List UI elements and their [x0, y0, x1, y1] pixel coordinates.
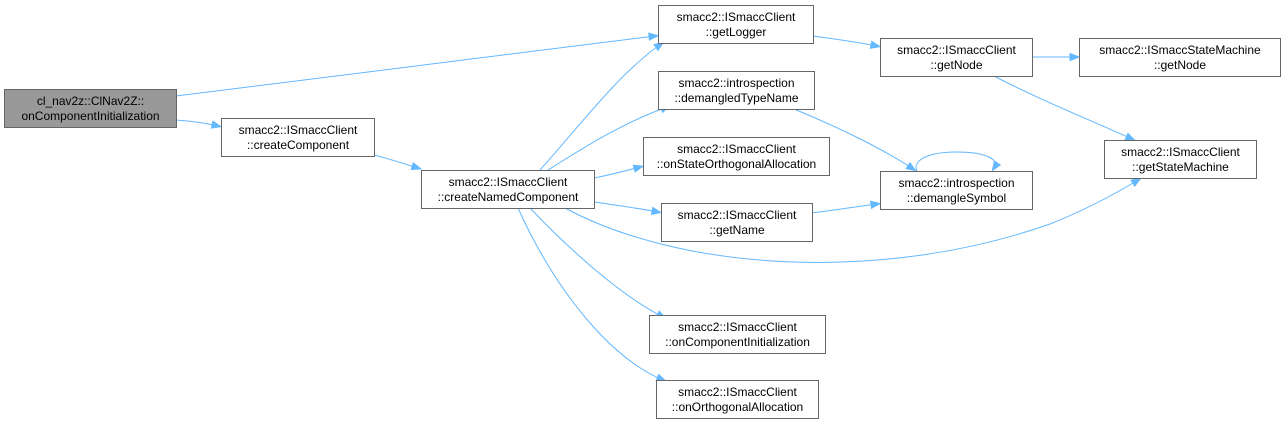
edge-root-to-getLogger: [175, 32, 660, 97]
node-onComponentInitialization[interactable]: smacc2::ISmaccClient::onComponentInitial…: [649, 315, 826, 354]
edge-arrowhead: [410, 162, 423, 171]
node-label-line: ::onStateOrthogonalAllocation: [657, 157, 816, 171]
node-box: [643, 137, 830, 176]
edge-arrowhead: [648, 32, 660, 41]
node-label-line: ::createNamedComponent: [438, 190, 579, 204]
edge-arrowhead: [210, 120, 223, 129]
node-label-line: ::demangledTypeName: [674, 91, 798, 105]
node-label-line: smacc2::ISmaccClient: [239, 123, 358, 137]
node-label-line: ::onOrthogonalAllocation: [672, 400, 803, 414]
node-box: [658, 5, 814, 44]
node-getStateMachine[interactable]: smacc2::ISmaccClient::getStateMachine: [1104, 140, 1257, 179]
node-root[interactable]: cl_nav2z::ClNav2Z::onComponentInitializa…: [4, 89, 177, 128]
node-box: [880, 171, 1033, 210]
edge-getNode-to-getStateMachine: [993, 75, 1136, 141]
nodes-layer: cl_nav2z::ClNav2Z::onComponentInitializa…: [4, 5, 1281, 419]
edge-line: [915, 151, 996, 172]
edge-arrowhead: [1124, 132, 1136, 141]
edge-line: [564, 179, 1139, 263]
node-box: [4, 89, 177, 128]
node-label-line: ::onComponentInitialization: [665, 335, 810, 349]
node-box: [1104, 140, 1257, 179]
node-label-line: ::demangleSymbol: [907, 191, 1006, 205]
edge-arrowhead: [632, 164, 645, 173]
edge-line: [593, 201, 659, 213]
edge-line: [811, 203, 878, 214]
node-getName[interactable]: smacc2::ISmaccClient::getName: [661, 203, 813, 242]
edge-createNamedComponent-to-onStateOrthogonalAllocation: [593, 164, 645, 179]
node-box: [1079, 38, 1281, 77]
edge-line: [175, 35, 656, 97]
node-smGetNode[interactable]: smacc2::ISmaccStateMachine::getNode: [1079, 38, 1281, 77]
node-box: [221, 118, 375, 157]
node-label-line: onComponentInitialization: [21, 109, 159, 123]
node-label-line: ::getName: [709, 223, 765, 237]
node-box: [649, 315, 826, 354]
node-onStateOrthogonalAllocation[interactable]: smacc2::ISmaccClient::onStateOrthogonalA…: [643, 137, 830, 176]
edge-arrowhead: [905, 161, 917, 172]
edge-line: [793, 108, 914, 170]
edge-arrowhead: [1130, 177, 1142, 187]
edge-getNode-to-smGetNode: [1032, 52, 1081, 62]
edge-line: [993, 75, 1133, 140]
node-box: [421, 170, 595, 209]
edge-createNamedComponent-to-getName: [593, 201, 663, 215]
edge-demangleSymbol-to-demangleSymbol: [915, 151, 1002, 172]
node-box: [658, 71, 815, 110]
node-box: [880, 38, 1033, 77]
edge-root-to-createComponent: [175, 119, 223, 129]
node-getNode[interactable]: smacc2::ISmaccClient::getNode: [880, 38, 1033, 77]
edge-createNamedComponent-to-getStateMachine: [564, 177, 1142, 263]
node-label-line: smacc2::introspection: [678, 76, 794, 90]
node-label-line: smacc2::ISmaccStateMachine: [1099, 43, 1261, 57]
node-createNamedComponent[interactable]: smacc2::ISmaccClient::createNamedCompone…: [421, 170, 595, 209]
node-label-line: smacc2::ISmaccClient: [677, 142, 796, 156]
edge-createNamedComponent-to-onComponentInitialization: [529, 207, 667, 319]
edge-arrowhead: [991, 160, 1002, 172]
edge-line: [547, 106, 668, 171]
edge-line: [517, 207, 664, 381]
node-label-line: ::getLogger: [706, 25, 767, 39]
edge-line: [539, 43, 662, 171]
edge-getLogger-to-getNode: [812, 35, 882, 49]
edge-getName-to-demangleSymbol: [811, 200, 882, 214]
node-label-line: smacc2::ISmaccClient: [1121, 145, 1240, 159]
edge-line: [593, 166, 641, 179]
edge-demangledTypeName-to-demangleSymbol: [793, 108, 917, 172]
node-demangleSymbol[interactable]: smacc2::introspection::demangleSymbol: [880, 171, 1033, 210]
node-box: [656, 380, 819, 419]
edge-arrowhead: [650, 206, 663, 215]
node-label-line: ::getStateMachine: [1132, 160, 1229, 174]
node-label-line: smacc2::introspection: [898, 176, 1014, 190]
edge-arrowhead: [1069, 52, 1081, 62]
edge-line: [373, 154, 419, 169]
node-label-line: ::createComponent: [247, 138, 350, 152]
node-label-line: smacc2::ISmaccClient: [678, 320, 797, 334]
node-label-line: smacc2::ISmaccClient: [897, 43, 1016, 57]
node-getLogger[interactable]: smacc2::ISmaccClient::getLogger: [658, 5, 814, 44]
node-createComponent[interactable]: smacc2::ISmaccClient::createComponent: [221, 118, 375, 157]
node-label-line: ::getNode: [930, 58, 982, 72]
node-onOrthogonalAllocation[interactable]: smacc2::ISmaccClient::onOrthogonalAlloca…: [656, 380, 819, 419]
edge-line: [529, 207, 664, 318]
node-box: [661, 203, 813, 242]
node-label-line: smacc2::ISmaccClient: [677, 10, 796, 24]
node-demangledTypeName[interactable]: smacc2::introspection::demangledTypeName: [658, 71, 815, 110]
node-label-line: smacc2::ISmaccClient: [678, 385, 797, 399]
node-label-line: smacc2::ISmaccClient: [678, 208, 797, 222]
edge-line: [812, 35, 878, 47]
edge-arrowhead: [869, 200, 882, 210]
edge-createComponent-to-createNamedComponent: [373, 154, 423, 171]
node-label-line: ::getNode: [1154, 58, 1206, 72]
node-label-line: smacc2::ISmaccClient: [449, 175, 568, 189]
node-label-line: cl_nav2z::ClNav2Z::: [37, 94, 144, 108]
edge-arrowhead: [869, 40, 882, 49]
edge-createNamedComponent-to-onOrthogonalAllocation: [517, 207, 668, 382]
